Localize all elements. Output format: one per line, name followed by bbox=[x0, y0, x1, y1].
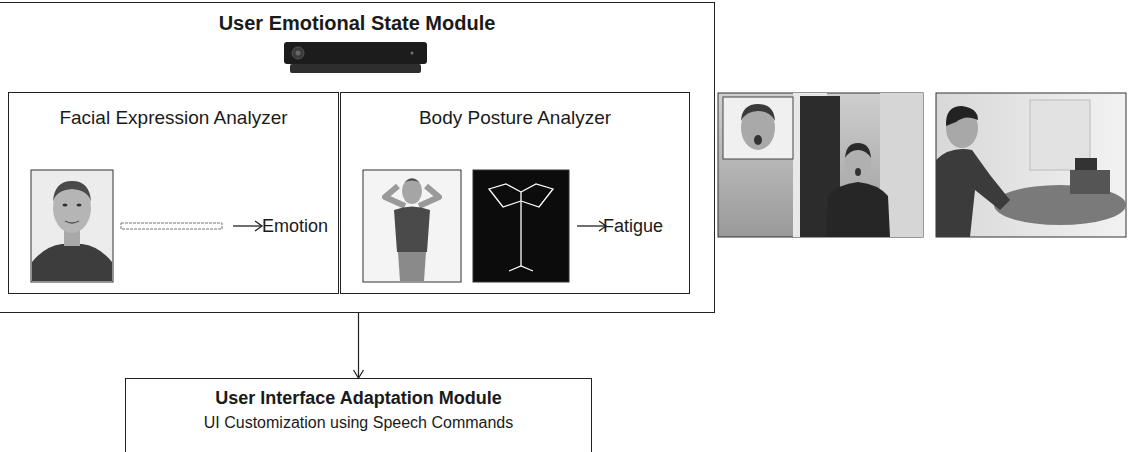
output-label: Fatigue bbox=[603, 216, 663, 237]
output-label: Emotion bbox=[262, 216, 328, 237]
photo-frame bbox=[363, 170, 461, 282]
box-title: Body Posture Analyzer bbox=[341, 107, 689, 129]
device bbox=[1070, 170, 1110, 194]
arm bbox=[419, 186, 439, 206]
skeleton-view bbox=[473, 170, 569, 282]
person-body bbox=[936, 149, 1010, 237]
sensor-body bbox=[284, 42, 427, 64]
hair bbox=[53, 181, 91, 202]
arrow-line bbox=[233, 225, 261, 226]
scene-photo bbox=[936, 93, 1126, 237]
bone bbox=[521, 184, 553, 207]
skeleton-lines bbox=[489, 184, 553, 271]
photo-frame bbox=[936, 93, 1126, 237]
bone bbox=[489, 184, 521, 207]
sensor-stand bbox=[290, 64, 421, 73]
eye bbox=[77, 203, 82, 206]
hair bbox=[845, 143, 871, 158]
module-box: User Interface Adaptation Module UI Custo… bbox=[125, 378, 592, 452]
module-box: Facial Expression AnalyzerEmotionBody Po… bbox=[0, 2, 715, 313]
skeleton-frame bbox=[473, 170, 569, 282]
inset-hair bbox=[741, 104, 775, 121]
head bbox=[402, 178, 422, 204]
photo-frame bbox=[718, 93, 923, 237]
sensor bbox=[1075, 158, 1097, 170]
arrow-line bbox=[577, 225, 605, 226]
trousers bbox=[398, 252, 426, 281]
box-title: User Interface Adaptation Module bbox=[126, 388, 591, 409]
arm bbox=[385, 186, 405, 206]
flow-arrow bbox=[358, 313, 359, 378]
sensor-lens bbox=[296, 51, 301, 56]
posture-photo bbox=[363, 170, 461, 282]
bone bbox=[509, 266, 533, 271]
arrow-head bbox=[255, 221, 262, 231]
eye bbox=[63, 203, 68, 206]
flow-arrow bbox=[577, 221, 606, 231]
mouth bbox=[855, 168, 861, 176]
scene-photo bbox=[718, 93, 923, 237]
box-body: UI Customization using Speech Commands bbox=[126, 414, 591, 432]
feature-strip bbox=[121, 223, 222, 229]
face-photo bbox=[31, 170, 113, 282]
hair bbox=[405, 179, 419, 183]
face-inset bbox=[723, 97, 793, 159]
box-title: Facial Expression Analyzer bbox=[9, 107, 338, 129]
box-title: User Emotional State Module bbox=[0, 12, 714, 35]
analyzer-box: Body Posture AnalyzerFatigue bbox=[340, 92, 690, 294]
mouth bbox=[65, 221, 79, 223]
kinect-sensor bbox=[284, 42, 427, 73]
sensor-led bbox=[411, 52, 414, 55]
hair bbox=[946, 106, 978, 126]
analyzer-box: Facial Expression AnalyzerEmotion bbox=[8, 92, 339, 294]
feature-vector bbox=[121, 223, 222, 229]
tshirt bbox=[394, 207, 430, 253]
bone bbox=[520, 192, 521, 266]
flow-arrow bbox=[233, 221, 262, 231]
shirt bbox=[32, 244, 112, 281]
sensor-lens bbox=[292, 47, 304, 59]
inset-mouth bbox=[754, 135, 762, 145]
photo-frame bbox=[31, 170, 113, 282]
jacket bbox=[826, 182, 890, 237]
